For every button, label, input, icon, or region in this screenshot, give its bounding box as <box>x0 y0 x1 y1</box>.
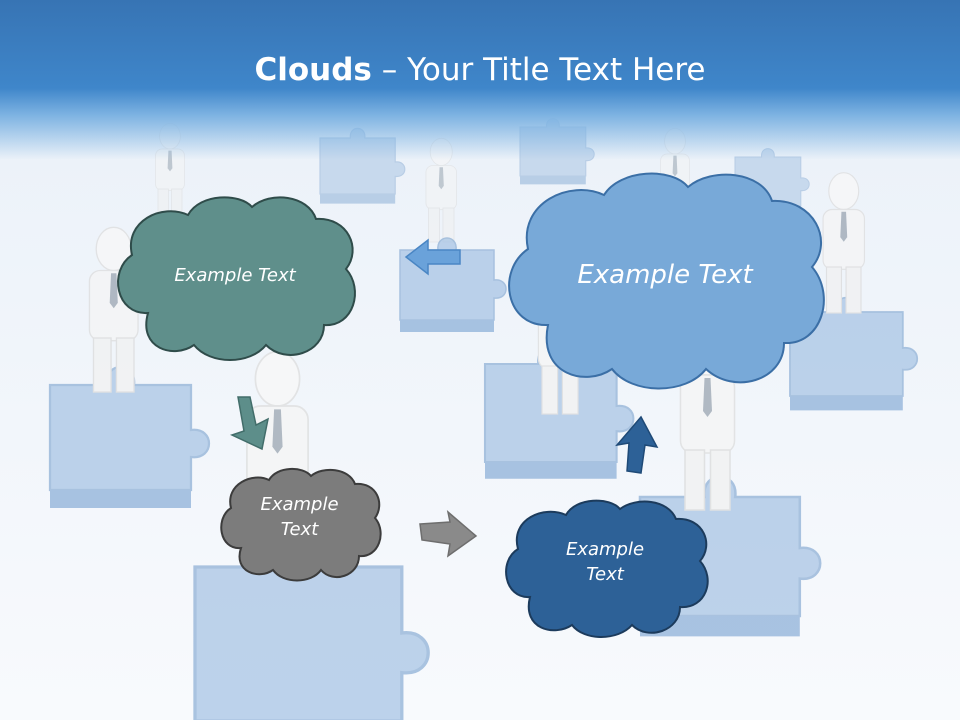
cloud-sky-text: Example Text <box>577 260 753 290</box>
cloud-navy-line1: Example <box>565 539 645 560</box>
arrow-left-path <box>404 238 461 276</box>
cloud-shape-icon <box>508 172 825 390</box>
cloud-gray-line2: Text <box>280 519 319 541</box>
title-bold: Clouds <box>254 52 372 88</box>
cloud-teal-text: Example Text <box>174 265 296 286</box>
cloud-shape-icon <box>220 468 382 582</box>
cloud-gray-line1: Example <box>260 494 339 515</box>
cloud-path <box>220 468 382 582</box>
cloud-shape-icon <box>117 196 356 361</box>
cloud-gray[interactable]: Example Text <box>217 466 382 582</box>
arrow-left-icon[interactable] <box>404 238 464 276</box>
cloud-path <box>117 196 356 361</box>
cloud-navy-line2: Text <box>586 564 624 586</box>
cloud-path <box>508 172 825 390</box>
cloud-teal[interactable]: Example Text <box>110 193 360 361</box>
arrow-down-path <box>229 396 270 451</box>
cloud-shape-icon <box>505 499 709 638</box>
title-separator: – <box>371 52 408 88</box>
title-rest: Your Title Text Here <box>407 52 706 88</box>
arrow-down-icon[interactable] <box>228 393 280 453</box>
slide-title[interactable]: Clouds – Your Title Text Here <box>0 52 960 88</box>
cloud-sky[interactable]: Example Text <box>500 167 830 392</box>
arrow-up-icon[interactable] <box>611 413 663 475</box>
cloud-path <box>505 499 709 638</box>
cloud-gray-text: Example Text <box>217 492 382 542</box>
arrow-right-icon[interactable] <box>418 508 480 560</box>
cloud-navy[interactable]: Example Text <box>500 497 710 638</box>
cloud-navy-text: Example Text <box>500 537 710 587</box>
arrow-right-path <box>419 510 478 558</box>
title-band <box>0 0 960 160</box>
arrow-up-path <box>615 415 659 474</box>
